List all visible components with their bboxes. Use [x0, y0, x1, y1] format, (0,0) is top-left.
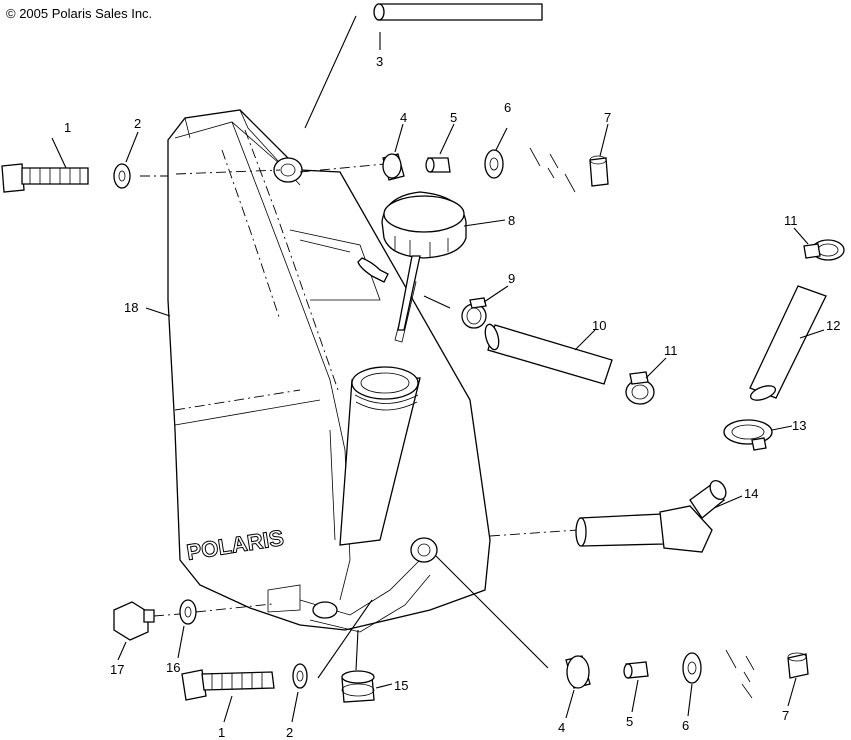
part-6-washer-top[interactable] — [484, 149, 504, 179]
callout-4-top: 4 — [400, 110, 407, 125]
callout-2-bottom: 2 — [286, 725, 293, 740]
part-2-washer-bottom[interactable] — [292, 663, 308, 689]
callout-13: 13 — [792, 418, 806, 433]
callout-18: 18 — [124, 300, 138, 315]
part-12-hose[interactable] — [749, 285, 827, 403]
part-10-hose[interactable] — [483, 323, 613, 385]
callout-7-top: 7 — [604, 110, 611, 125]
part-16-washer[interactable] — [179, 599, 197, 625]
callout-3: 3 — [376, 54, 383, 69]
callout-17: 17 — [110, 662, 124, 677]
callout-12: 12 — [826, 318, 840, 333]
callout-2-top: 2 — [134, 116, 141, 131]
part-17-drain-nut[interactable] — [113, 601, 155, 641]
callout-4-bottom: 4 — [558, 720, 565, 735]
callout-5-bottom: 5 — [626, 714, 633, 729]
oil-tank[interactable] — [167, 109, 491, 633]
part-1-bolt-bottom[interactable] — [181, 669, 275, 701]
part-8-filler-cap[interactable] — [381, 191, 467, 331]
callout-14: 14 — [744, 486, 758, 501]
part-15-grommet[interactable] — [341, 670, 375, 703]
callout-16: 16 — [166, 660, 180, 675]
part-5-spacer-top[interactable] — [425, 157, 451, 173]
callout-10: 10 — [592, 318, 606, 333]
part-14-elbow-fitting[interactable] — [575, 478, 729, 553]
callout-11-top: 11 — [784, 213, 798, 228]
part-7-nut-bottom[interactable] — [787, 652, 809, 679]
callout-11-mid: 11 — [664, 343, 678, 358]
callout-1-bottom: 1 — [218, 725, 225, 740]
callout-6-bottom: 6 — [682, 718, 689, 733]
callout-8: 8 — [508, 213, 515, 228]
part-4-grommet-top[interactable] — [382, 153, 405, 181]
part-2-washer-top[interactable] — [113, 163, 131, 189]
part-7-nut-top[interactable] — [589, 155, 609, 187]
part-11-clamp-top[interactable] — [803, 239, 845, 261]
part-3-vent-hose[interactable] — [373, 3, 543, 21]
part-5-spacer-bottom[interactable] — [623, 661, 649, 679]
callout-15: 15 — [394, 678, 408, 693]
part-4-grommet-bottom[interactable] — [565, 655, 591, 689]
part-6-washer-bottom[interactable] — [682, 652, 702, 684]
copyright-notice: © 2005 Polaris Sales Inc. — [6, 6, 153, 21]
part-9-hose-clamp[interactable] — [461, 297, 487, 329]
part-1-bolt-top[interactable] — [1, 163, 89, 193]
callout-1-top: 1 — [64, 120, 71, 135]
callout-7-bottom: 7 — [782, 708, 789, 723]
callout-5-top: 5 — [450, 110, 457, 125]
part-11-clamp-mid[interactable] — [625, 371, 655, 405]
part-13-clamp[interactable] — [723, 419, 773, 451]
callout-9: 9 — [508, 271, 515, 286]
callout-6-top: 6 — [504, 100, 511, 115]
